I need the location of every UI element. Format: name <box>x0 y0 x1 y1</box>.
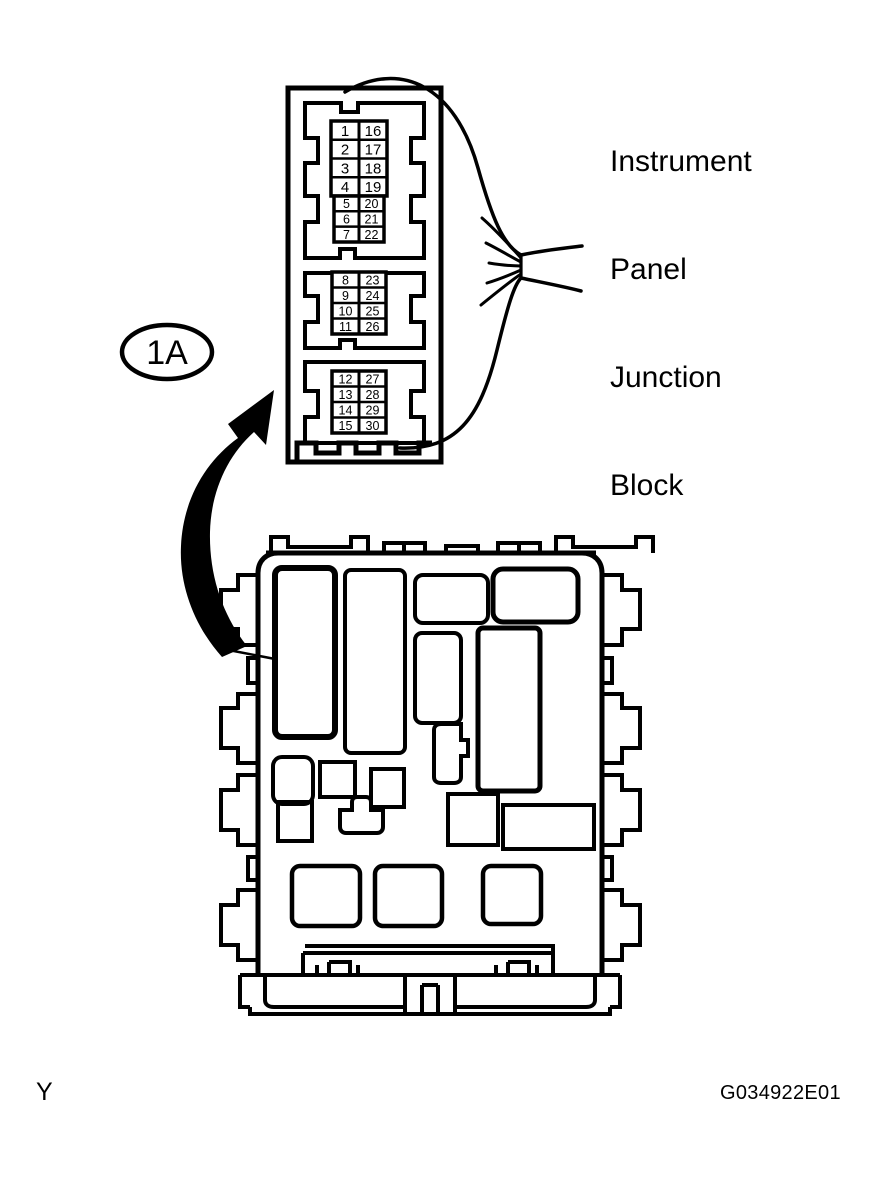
title-line-3: Junction <box>610 361 722 394</box>
upper-pin-matrix <box>329 119 389 244</box>
cavity-cross-shaped <box>338 795 385 835</box>
cavity-left-rounded-square <box>271 755 315 806</box>
middle-pin-matrix <box>330 270 388 336</box>
exploded-view-arrow <box>180 390 274 657</box>
title-line-4: Block <box>610 469 684 502</box>
pin-number: 29 <box>366 403 380 417</box>
callout-label-text: 1A <box>146 334 188 372</box>
pin-number: 8 <box>342 273 349 287</box>
pin-number: 2 <box>341 142 349 159</box>
connector-upper-cavity-wall <box>303 101 426 260</box>
pin-number: 10 <box>339 304 353 318</box>
sheet-code: Y <box>36 1078 53 1106</box>
block-bottom-flange-inner <box>263 975 597 1009</box>
shroud-inner-wall <box>305 944 555 975</box>
pin-number: 18 <box>365 160 382 177</box>
block-bottom-shroud <box>238 944 622 1016</box>
cavity-small-square-b <box>369 767 406 809</box>
callout-bubble-1a[interactable]: 1A <box>119 322 215 382</box>
pin-number: 5 <box>343 197 350 211</box>
leader-brush-strokes <box>479 216 523 307</box>
connector-bottom-lip <box>294 440 432 462</box>
connector-middle-cavity-wall <box>303 271 426 350</box>
pin-number: 3 <box>341 160 349 177</box>
pin-number: 4 <box>341 179 349 196</box>
arrow-pointer-line <box>217 646 276 661</box>
block-body-outline <box>255 550 605 975</box>
cavity-upper-middle <box>413 573 490 625</box>
leader-wire-lower <box>519 276 583 293</box>
pin-number: 30 <box>366 419 380 433</box>
cavity-notched-small <box>432 722 470 785</box>
pin-number: 13 <box>339 388 353 402</box>
cavity-mid-right-rounded <box>446 792 500 847</box>
pin-number: 11 <box>339 320 352 334</box>
pin-number: 19 <box>365 179 382 196</box>
connector-lower-cavity-wall <box>303 360 426 445</box>
pin-number: 23 <box>366 273 380 287</box>
cavity-middle-centre <box>413 631 463 725</box>
pin-number: 25 <box>366 304 380 318</box>
pin-number: 24 <box>366 289 380 303</box>
pin-number: 22 <box>365 228 379 242</box>
cavity-upper-right <box>490 566 581 625</box>
pin-number: 9 <box>342 289 349 303</box>
block-bottom-keyway <box>403 973 457 1016</box>
junction-block-assembly <box>219 535 655 1016</box>
pin-number: 16 <box>365 123 382 140</box>
title-line-2: Panel <box>610 253 687 286</box>
connector-leader-callout <box>343 76 584 450</box>
pin-number: 28 <box>366 388 380 402</box>
pin-number: 17 <box>365 142 382 159</box>
cavity-right-tall <box>475 625 543 794</box>
cavity-small-square-a <box>318 760 357 799</box>
leader-wire-upper <box>519 244 584 257</box>
cavity-bottom-relay-2 <box>372 863 445 929</box>
arrow-body <box>180 390 274 657</box>
pin-number: 27 <box>366 372 380 386</box>
pin-number: 12 <box>339 372 353 386</box>
connector-outer-shell <box>285 85 444 465</box>
cavity-right-wide <box>501 803 596 851</box>
cavity-bottom-relay-1 <box>289 863 363 929</box>
pin-number: 26 <box>366 320 380 334</box>
cavity-fuse-bank-left <box>343 568 407 755</box>
title-line-1: Instrument <box>610 145 752 178</box>
pin-number: 1 <box>341 123 349 140</box>
junction-block-title: Instrument Panel Junction Block <box>610 72 752 576</box>
block-top-tabs <box>269 535 655 553</box>
cavity-small-square-c <box>276 800 314 843</box>
block-cavities <box>271 565 596 929</box>
pin-number: 21 <box>365 212 379 226</box>
shroud-contact-nubs <box>315 960 539 975</box>
cavity-bottom-relay-3 <box>480 863 544 927</box>
pin-number: 7 <box>343 228 350 242</box>
pin-number: 20 <box>365 197 379 211</box>
pin-number: 14 <box>339 403 353 417</box>
lower-pin-matrix <box>330 369 388 435</box>
figure-id: G034922E01 <box>720 1082 841 1104</box>
cavity-main-relay-bay <box>272 565 338 740</box>
leader-lower-curve <box>398 276 523 450</box>
pin-number: 6 <box>343 212 350 226</box>
block-right-tabs <box>602 573 642 962</box>
block-left-tabs <box>219 573 258 962</box>
pin-number: 15 <box>339 419 353 433</box>
callout-ellipse <box>119 322 215 382</box>
